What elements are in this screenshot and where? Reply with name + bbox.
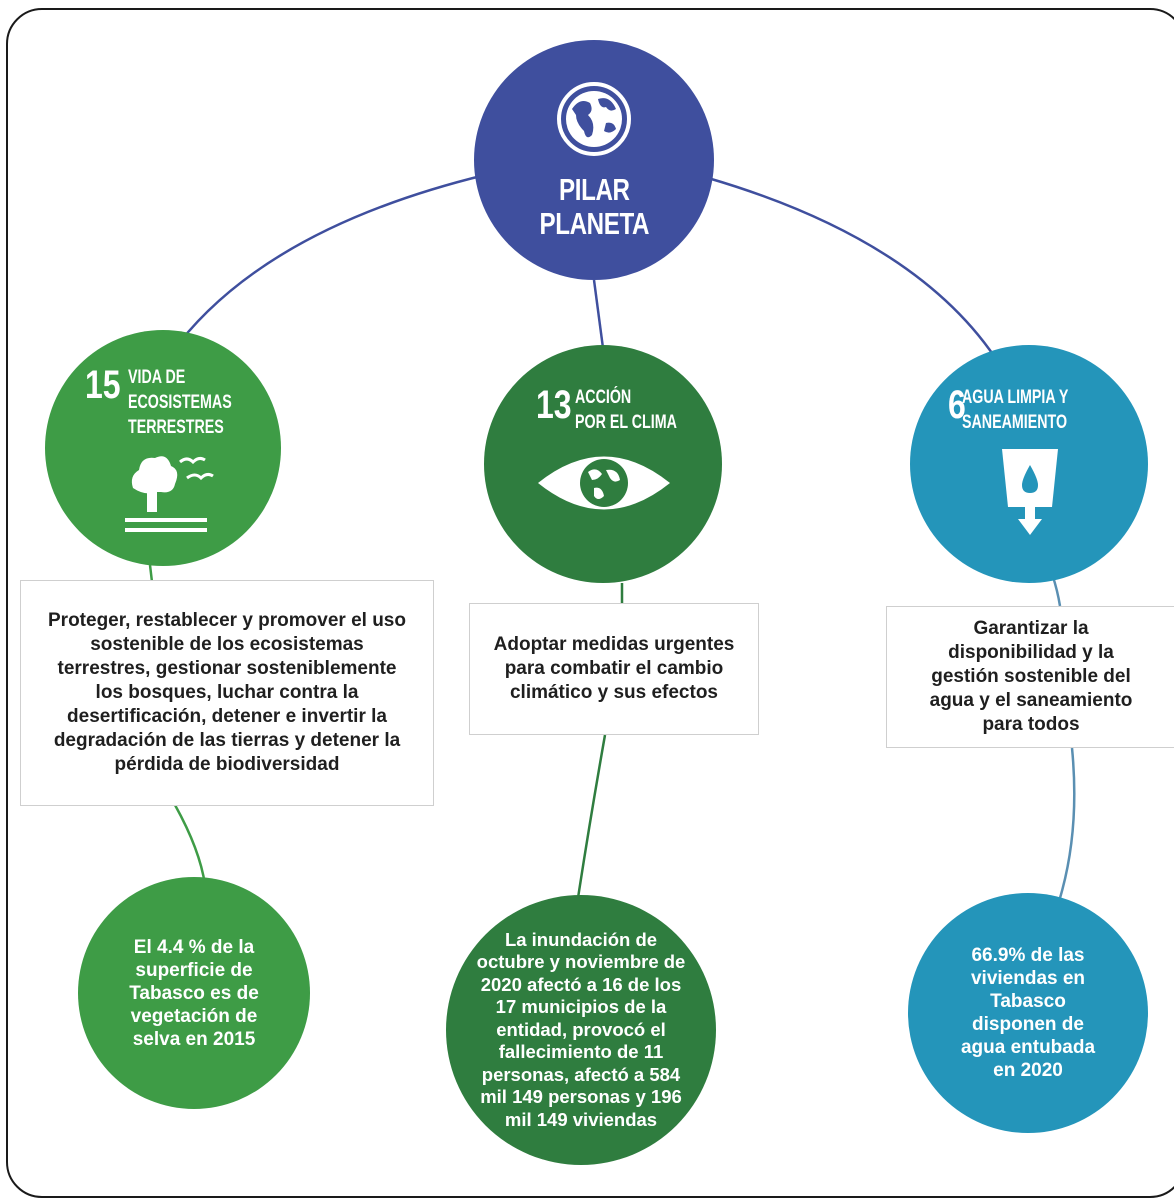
- goal-13-circle: 13 ACCIÓN POR EL CLIMA: [484, 345, 722, 583]
- goal-6-stat-circle: 66.9% de las viviendas en Tabasco dispon…: [908, 893, 1148, 1133]
- goal-13-description: Adoptar medidas urgentes para combatir e…: [493, 634, 735, 703]
- goal-number: 13: [536, 383, 572, 427]
- goal-13-header: 13 ACCIÓN POR EL CLIMA: [536, 385, 710, 435]
- goal-13-stat: La inundación de octubre y noviembre de …: [476, 928, 686, 1130]
- goal-6-description: Garantizar la disponibilidad y la gestió…: [929, 618, 1133, 735]
- goal-15-stat: El 4.4 % de la superficie de Tabasco es …: [129, 936, 259, 1050]
- goal-6-header: 6 AGUA LIMPIA Y SANEAMIENTO: [948, 385, 1104, 435]
- goal-number: 15: [85, 363, 121, 407]
- goal-6-stat: 66.9% de las viviendas en Tabasco dispon…: [960, 945, 1096, 1081]
- goal-13-description-box: Adoptar medidas urgentes para combatir e…: [469, 603, 759, 735]
- connector-sdg13-stat: [576, 583, 624, 899]
- goal-15-header: 15 VIDA DE ECOSISTEMAS TERRESTRES: [85, 365, 266, 440]
- water-glass-icon: [1002, 449, 1058, 535]
- hub-title: PILAR PLANETA: [539, 172, 649, 241]
- pilar-planeta-hub: PILAR PLANETA: [474, 40, 714, 280]
- goal-number: 6: [948, 383, 966, 427]
- goal-15-description-box: Proteger, restablecer y promover el uso …: [20, 580, 434, 806]
- goal-13-stat-circle: La inundación de octubre y noviembre de …: [446, 895, 716, 1165]
- connector-hub-sdg15: [168, 173, 486, 356]
- goal-6-description-box: Garantizar la disponibilidad y la gestió…: [886, 606, 1174, 748]
- eye-with-globe-icon: [538, 456, 670, 510]
- goal-15-circle: 15 VIDA DE ECOSISTEMAS TERRESTRES: [45, 330, 281, 566]
- goal-name: AGUA LIMPIA Y SANEAMIENTO: [962, 387, 1069, 433]
- goal-name: ACCIÓN POR EL CLIMA: [574, 387, 677, 433]
- globe-icon: [557, 82, 631, 156]
- goal-15-stat-circle: El 4.4 % de la superficie de Tabasco es …: [78, 877, 310, 1109]
- goal-name: VIDA DE ECOSISTEMAS TERRESTRES: [127, 367, 232, 438]
- tree-and-birds-icon: [125, 456, 214, 532]
- connector-hub-sdg13: [592, 279, 605, 349]
- goal-6-circle: 6 AGUA LIMPIA Y SANEAMIENTO: [910, 345, 1148, 583]
- goal-15-description: Proteger, restablecer y promover el uso …: [48, 610, 406, 775]
- connector-hub-sdg6: [707, 176, 1002, 366]
